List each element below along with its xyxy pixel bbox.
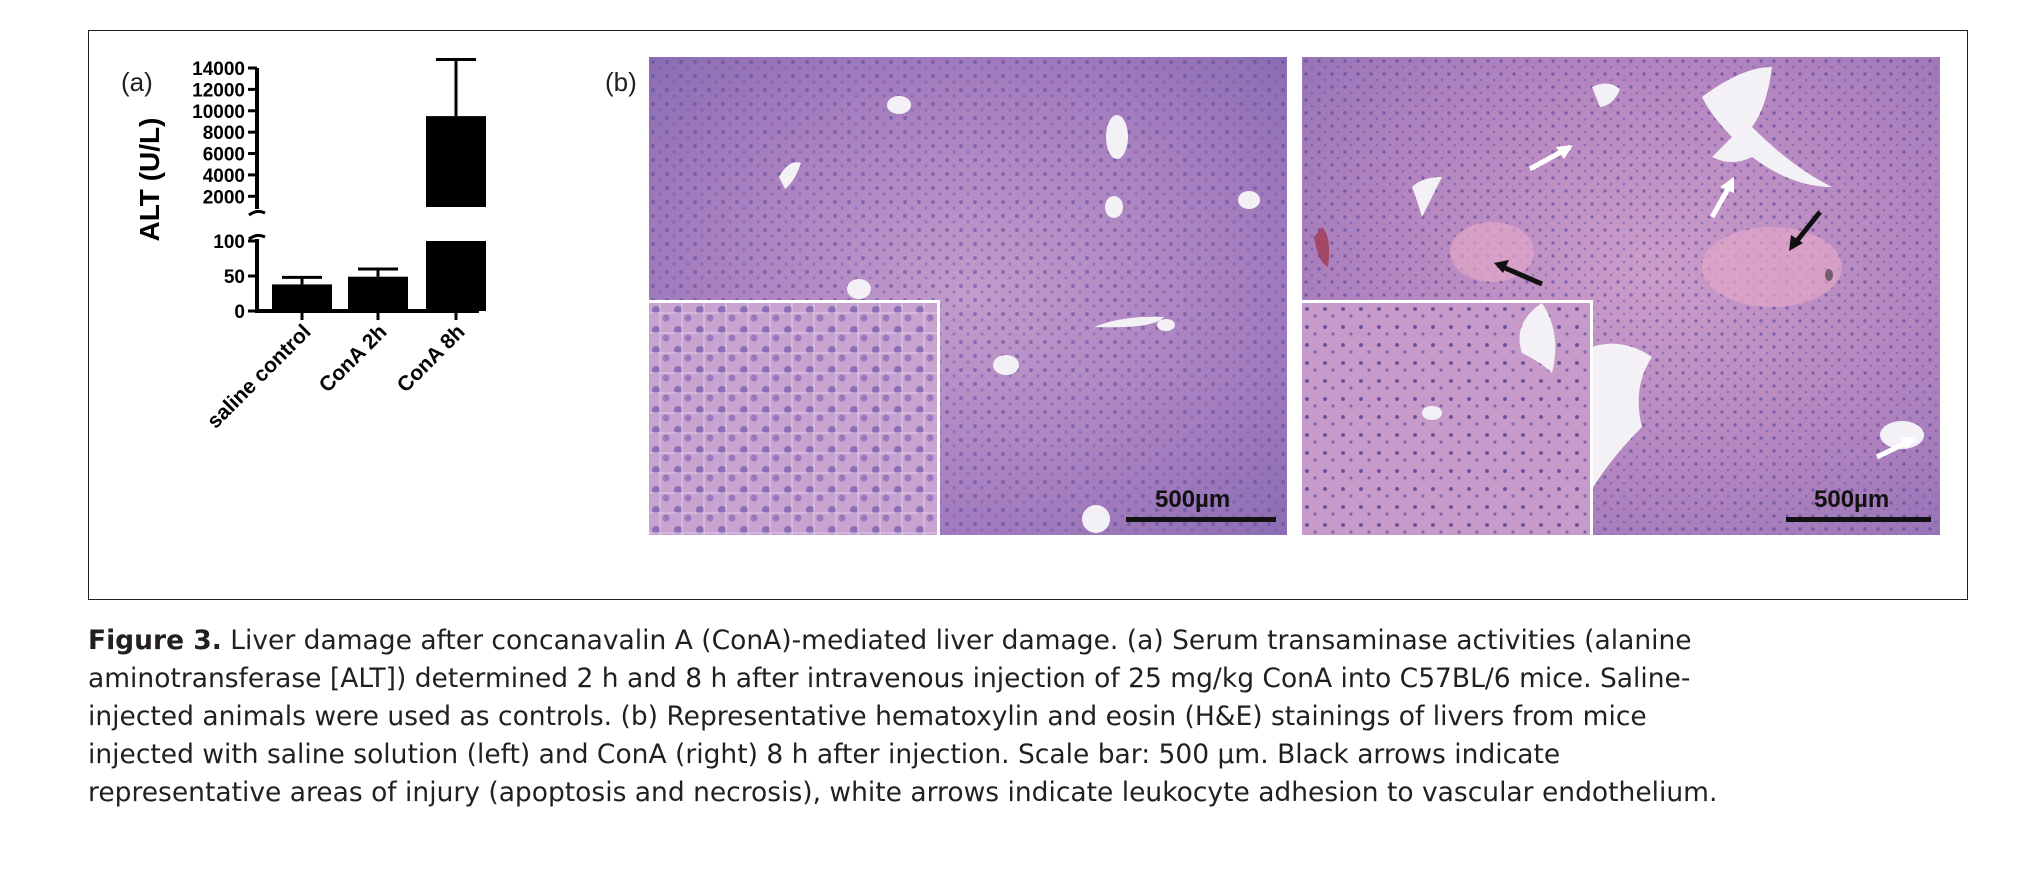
micrograph-saline-inset (649, 300, 940, 535)
bar-saline-control (272, 284, 332, 311)
caption-line-3: injected animals were used as controls. … (88, 701, 1647, 732)
caption-line-4: injected with saline solution (left) and… (88, 739, 1561, 770)
bar-cona-8h-lower (426, 241, 486, 311)
x-tick-label: ConA 8h (393, 320, 470, 397)
axis-break-mark-upper (248, 209, 266, 217)
caption-line-1-text: Liver damage after concanavalin A (ConA)… (221, 625, 1692, 656)
bar-cona-8h-upper (426, 116, 486, 207)
micrograph-saline: 500µm (649, 57, 1287, 535)
caption-line-5: representative areas of injury (apoptosi… (88, 777, 1718, 808)
panel-a-label: (a) (121, 67, 153, 97)
x-tick-label: saline control (203, 320, 316, 433)
y-tick-label: 10000 (192, 102, 245, 123)
micrograph-cona: 500µm (1302, 57, 1940, 535)
micrograph-cona-inset (1302, 300, 1593, 535)
y-tick-label: 6000 (203, 145, 245, 166)
black-arrows (1494, 210, 1822, 287)
y-tick-label: 100 (213, 232, 245, 253)
figure-caption: Figure 3. Liver damage after concanavali… (88, 622, 1978, 812)
axis-break-mark-lower (248, 233, 266, 241)
caption-line-1: Figure 3. Liver damage after concanavali… (88, 622, 1978, 660)
y-tick-label: 50 (224, 267, 245, 288)
alt-bar-chart: 0 50 100 2000400060008000100001200014000ALT… (134, 57, 486, 433)
y-tick-label: 8000 (203, 123, 245, 144)
scale-bar-label-saline: 500µm (1155, 486, 1231, 513)
y-tick-label: 2000 (203, 187, 245, 208)
scale-bar-label-cona: 500µm (1814, 486, 1890, 513)
x-tick-label: ConA 2h (315, 320, 392, 397)
y-tick-label: 12000 (192, 80, 245, 101)
caption-figure-label: Figure 3. (88, 625, 222, 656)
panel-b-label: (b) (605, 67, 637, 97)
y-tick-label: 0 (234, 302, 245, 323)
white-arrows (1528, 144, 1917, 460)
y-axis-label: ALT (U/L) (134, 118, 165, 242)
scale-bar-saline (1126, 517, 1276, 522)
caption-line-2: aminotransferase [ALT]) determined 2 h a… (88, 663, 1691, 694)
y-tick-label: 14000 (192, 59, 245, 80)
y-tick-label: 4000 (203, 166, 245, 187)
micrograph-saline-inset-image (649, 303, 937, 535)
scale-bar-cona (1786, 517, 1931, 522)
bar-cona-2h (348, 276, 408, 311)
micrograph-cona-inset-image (1302, 303, 1590, 535)
